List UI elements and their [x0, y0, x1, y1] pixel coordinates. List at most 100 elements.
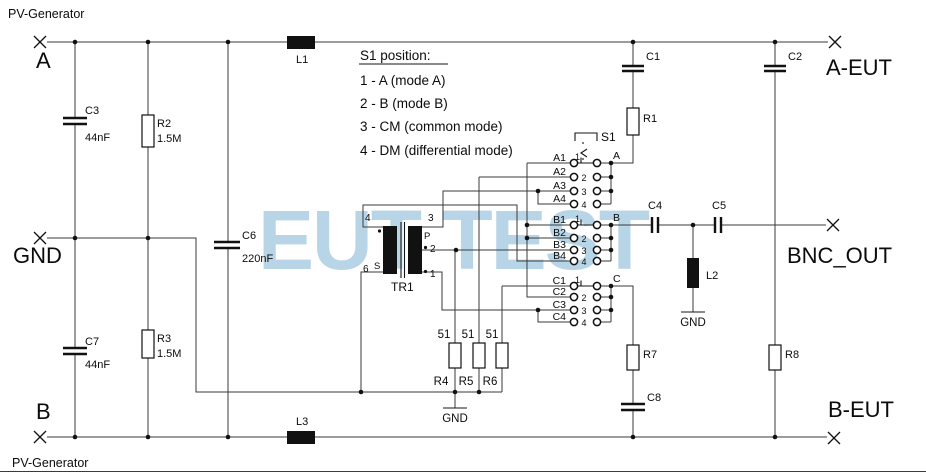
wire-rails — [0, 41, 926, 472]
bank-b-common: B — [613, 212, 620, 224]
num-c2: 2 — [581, 293, 586, 303]
inductor-l1 — [287, 36, 315, 49]
row-a4: A4 — [553, 193, 566, 205]
branch-r2-r3 — [141, 42, 155, 437]
switch-s1 — [569, 132, 612, 327]
value-r5: 51 — [462, 329, 475, 341]
num-a1: 1 — [575, 152, 580, 162]
tr1-pin6: 6 — [363, 264, 369, 275]
value-r3: 1.5M — [157, 348, 181, 360]
terminal-b-mark — [33, 430, 47, 444]
tr1-pin2: 2 — [430, 244, 436, 255]
label-l1: L1 — [296, 54, 308, 66]
terminal-gnd-mark — [33, 231, 47, 245]
legend-item-4: 4 - DM (differential mode) — [360, 143, 513, 158]
terminal-a-eut-label: A-EUT — [826, 55, 892, 80]
num-b1: 1 — [575, 214, 580, 224]
row-a3: A3 — [553, 180, 566, 192]
termination-resistors — [443, 250, 509, 409]
label-r4: R4 — [434, 376, 449, 388]
row-c2: C2 — [553, 286, 567, 298]
tr1-pin1: 1 — [430, 269, 436, 280]
legend-heading: S1 position: — [360, 48, 431, 63]
row-c3: C3 — [553, 299, 567, 311]
row-b4: B4 — [553, 250, 566, 262]
tr1-pin4: 4 — [365, 213, 371, 224]
s1-ref: S1 — [601, 130, 616, 144]
label-r1: R1 — [643, 113, 657, 125]
tr1-ref: TR1 — [391, 280, 414, 294]
label-c4: C4 — [648, 200, 662, 212]
inductor-l3 — [287, 431, 315, 444]
terminal-a-mark — [33, 35, 47, 49]
row-c4: C4 — [553, 311, 567, 323]
num-c3: 3 — [581, 306, 586, 316]
value-c7: 44nF — [85, 359, 110, 371]
terminal-b-label: B — [36, 399, 51, 424]
num-a2: 2 — [581, 173, 586, 183]
value-r4: 51 — [438, 329, 451, 341]
label-c3: C3 — [85, 105, 99, 117]
title-top: PV-Generator — [8, 7, 84, 21]
label-r7: R7 — [643, 349, 657, 361]
label-r5: R5 — [459, 376, 474, 388]
branch-c6 — [214, 42, 240, 437]
transformer-tr1 — [360, 190, 570, 392]
num-a3: 3 — [581, 187, 586, 197]
label-c6: C6 — [242, 230, 256, 242]
label-r6: R6 — [483, 376, 498, 388]
bank-c-common: C — [613, 273, 621, 285]
label-l3: L3 — [296, 416, 308, 428]
bank-a-output — [611, 42, 644, 164]
label-r8: R8 — [785, 349, 799, 361]
num-b4: 4 — [581, 257, 586, 267]
title-bottom: PV-Generator — [12, 456, 88, 470]
row-a2: A2 — [553, 166, 566, 178]
legend-item-3: 3 - CM (common mode) — [360, 119, 503, 134]
label-c1: C1 — [646, 51, 660, 63]
value-r6: 51 — [486, 329, 499, 341]
legend-item-2: 2 - B (mode B) — [360, 96, 448, 111]
num-b2: 2 — [581, 234, 586, 244]
bank-a-common: A — [613, 150, 620, 162]
tr1-winding-p: P — [424, 231, 430, 242]
junction-dots — [72, 39, 778, 440]
bank-c-output — [611, 285, 645, 437]
row-b3: B3 — [553, 239, 566, 251]
terminal-bnc-mark — [826, 218, 840, 232]
label-l2: L2 — [706, 270, 718, 282]
gnd-symbol-label-1: GND — [442, 413, 468, 425]
terminal-b-eut-label: B-EUT — [828, 397, 894, 422]
value-c3: 44nF — [85, 132, 110, 144]
value-r2: 1.5M — [157, 133, 181, 145]
terminal-b-eut-mark — [827, 431, 841, 445]
row-b2: B2 — [553, 227, 566, 239]
label-c5: C5 — [712, 200, 726, 212]
s1-legend: S1 position: 1 - A (mode A) 2 - B (mode … — [359, 48, 513, 158]
num-c4: 4 — [581, 318, 586, 328]
tr1-winding-s: S — [374, 261, 380, 272]
terminal-a-label: A — [36, 48, 51, 73]
label-r2: R2 — [157, 118, 171, 130]
terminal-bnc-label: BNC_OUT — [787, 243, 892, 268]
terminal-marks — [33, 35, 842, 445]
row-c1: C1 — [553, 275, 567, 287]
value-c6: 220nF — [242, 253, 273, 265]
contact-circles — [569, 158, 602, 327]
num-b3: 3 — [581, 246, 586, 256]
terminal-gnd-label: GND — [13, 243, 62, 268]
label-c8: C8 — [647, 392, 661, 404]
label-c7: C7 — [85, 336, 99, 348]
watermark-text: EUT TEST — [258, 193, 650, 287]
switch-feed-wires — [478, 162, 570, 343]
label-c2: C2 — [788, 51, 802, 63]
bank-b-output — [611, 217, 826, 313]
tr1-pin3: 3 — [428, 213, 434, 224]
row-b1: B1 — [553, 214, 566, 226]
num-c1: 1 — [575, 275, 580, 285]
legend-item-1: 1 - A (mode A) — [360, 73, 446, 88]
gnd-symbol-label-2: GND — [680, 317, 706, 329]
label-r3: R3 — [157, 333, 171, 345]
row-a1: A1 — [553, 152, 566, 164]
